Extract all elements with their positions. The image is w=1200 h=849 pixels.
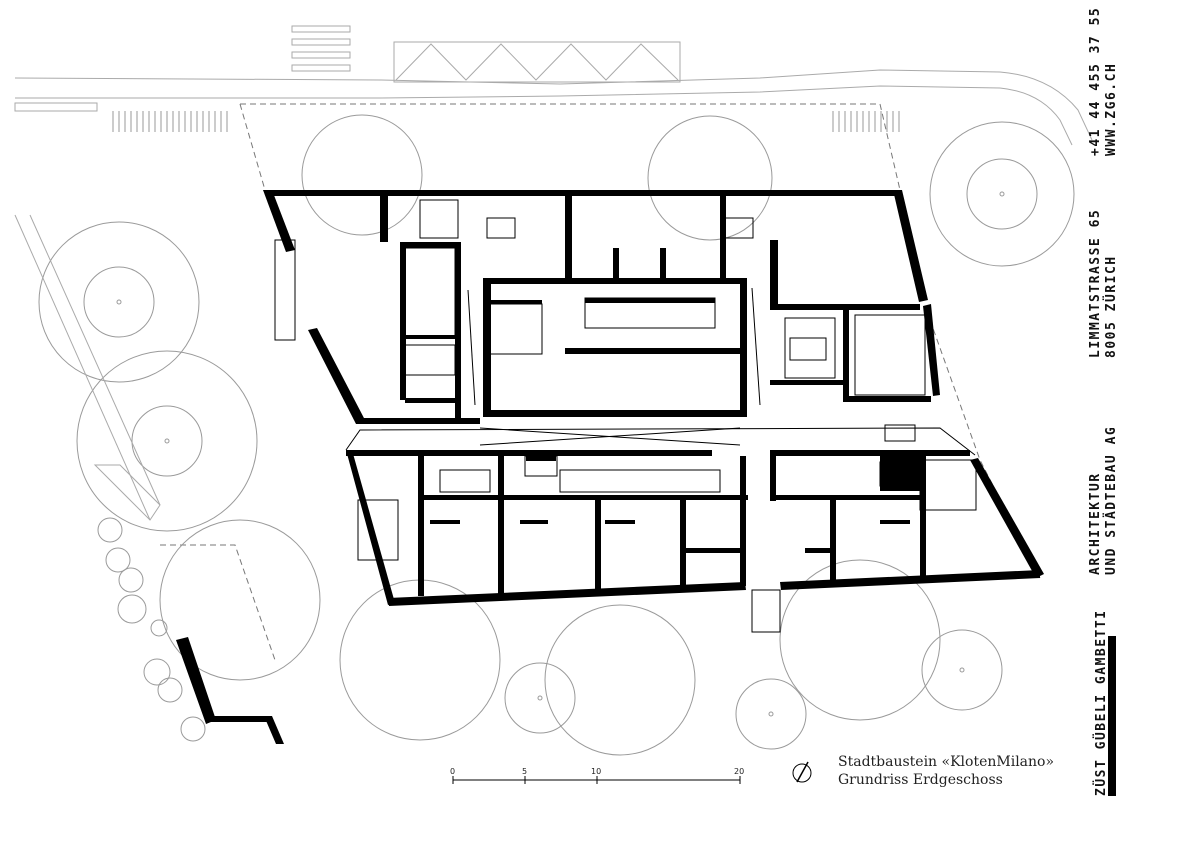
website: WWW.ZG6.CH xyxy=(1104,62,1119,156)
practice-line-2: UND STÄDTEBAU AG xyxy=(1104,425,1119,575)
bike-rack-right xyxy=(832,111,900,132)
scale-label-5: 5 xyxy=(522,767,527,776)
building-walls xyxy=(263,190,1044,606)
drawing-title: Stadtbaustein «KlotenMilano» xyxy=(838,754,1055,770)
practice-line-1: ARCHITEKTUR xyxy=(1088,472,1103,575)
address-line-2: 8005 ZÜRICH xyxy=(1104,255,1119,358)
scale-label-20: 20 xyxy=(734,767,744,776)
street-outline xyxy=(14,69,1093,146)
north-arrow-icon xyxy=(792,761,812,783)
drawing-subtitle: Grundriss Erdgeschoss xyxy=(838,772,1003,788)
scale-label-10: 10 xyxy=(591,767,601,776)
left-path xyxy=(14,214,161,521)
interior-lines xyxy=(274,199,977,633)
scale-bar: 0 5 10 20 xyxy=(450,767,744,784)
firm-name-bar xyxy=(1108,636,1116,796)
firm-name: ZÜST GÜBELI GAMBETTI xyxy=(1094,609,1109,796)
scale-label-0: 0 xyxy=(450,767,455,776)
bike-rack-left xyxy=(112,111,228,132)
outbuilding xyxy=(176,637,284,744)
phone-number: +41 44 455 37 55 xyxy=(1088,6,1103,156)
canopy-zigzag xyxy=(393,41,681,83)
address-line-1: LIMMATSTRASSE 65 xyxy=(1088,208,1103,358)
site-boundary xyxy=(160,103,1041,661)
crosswalk xyxy=(291,25,351,72)
